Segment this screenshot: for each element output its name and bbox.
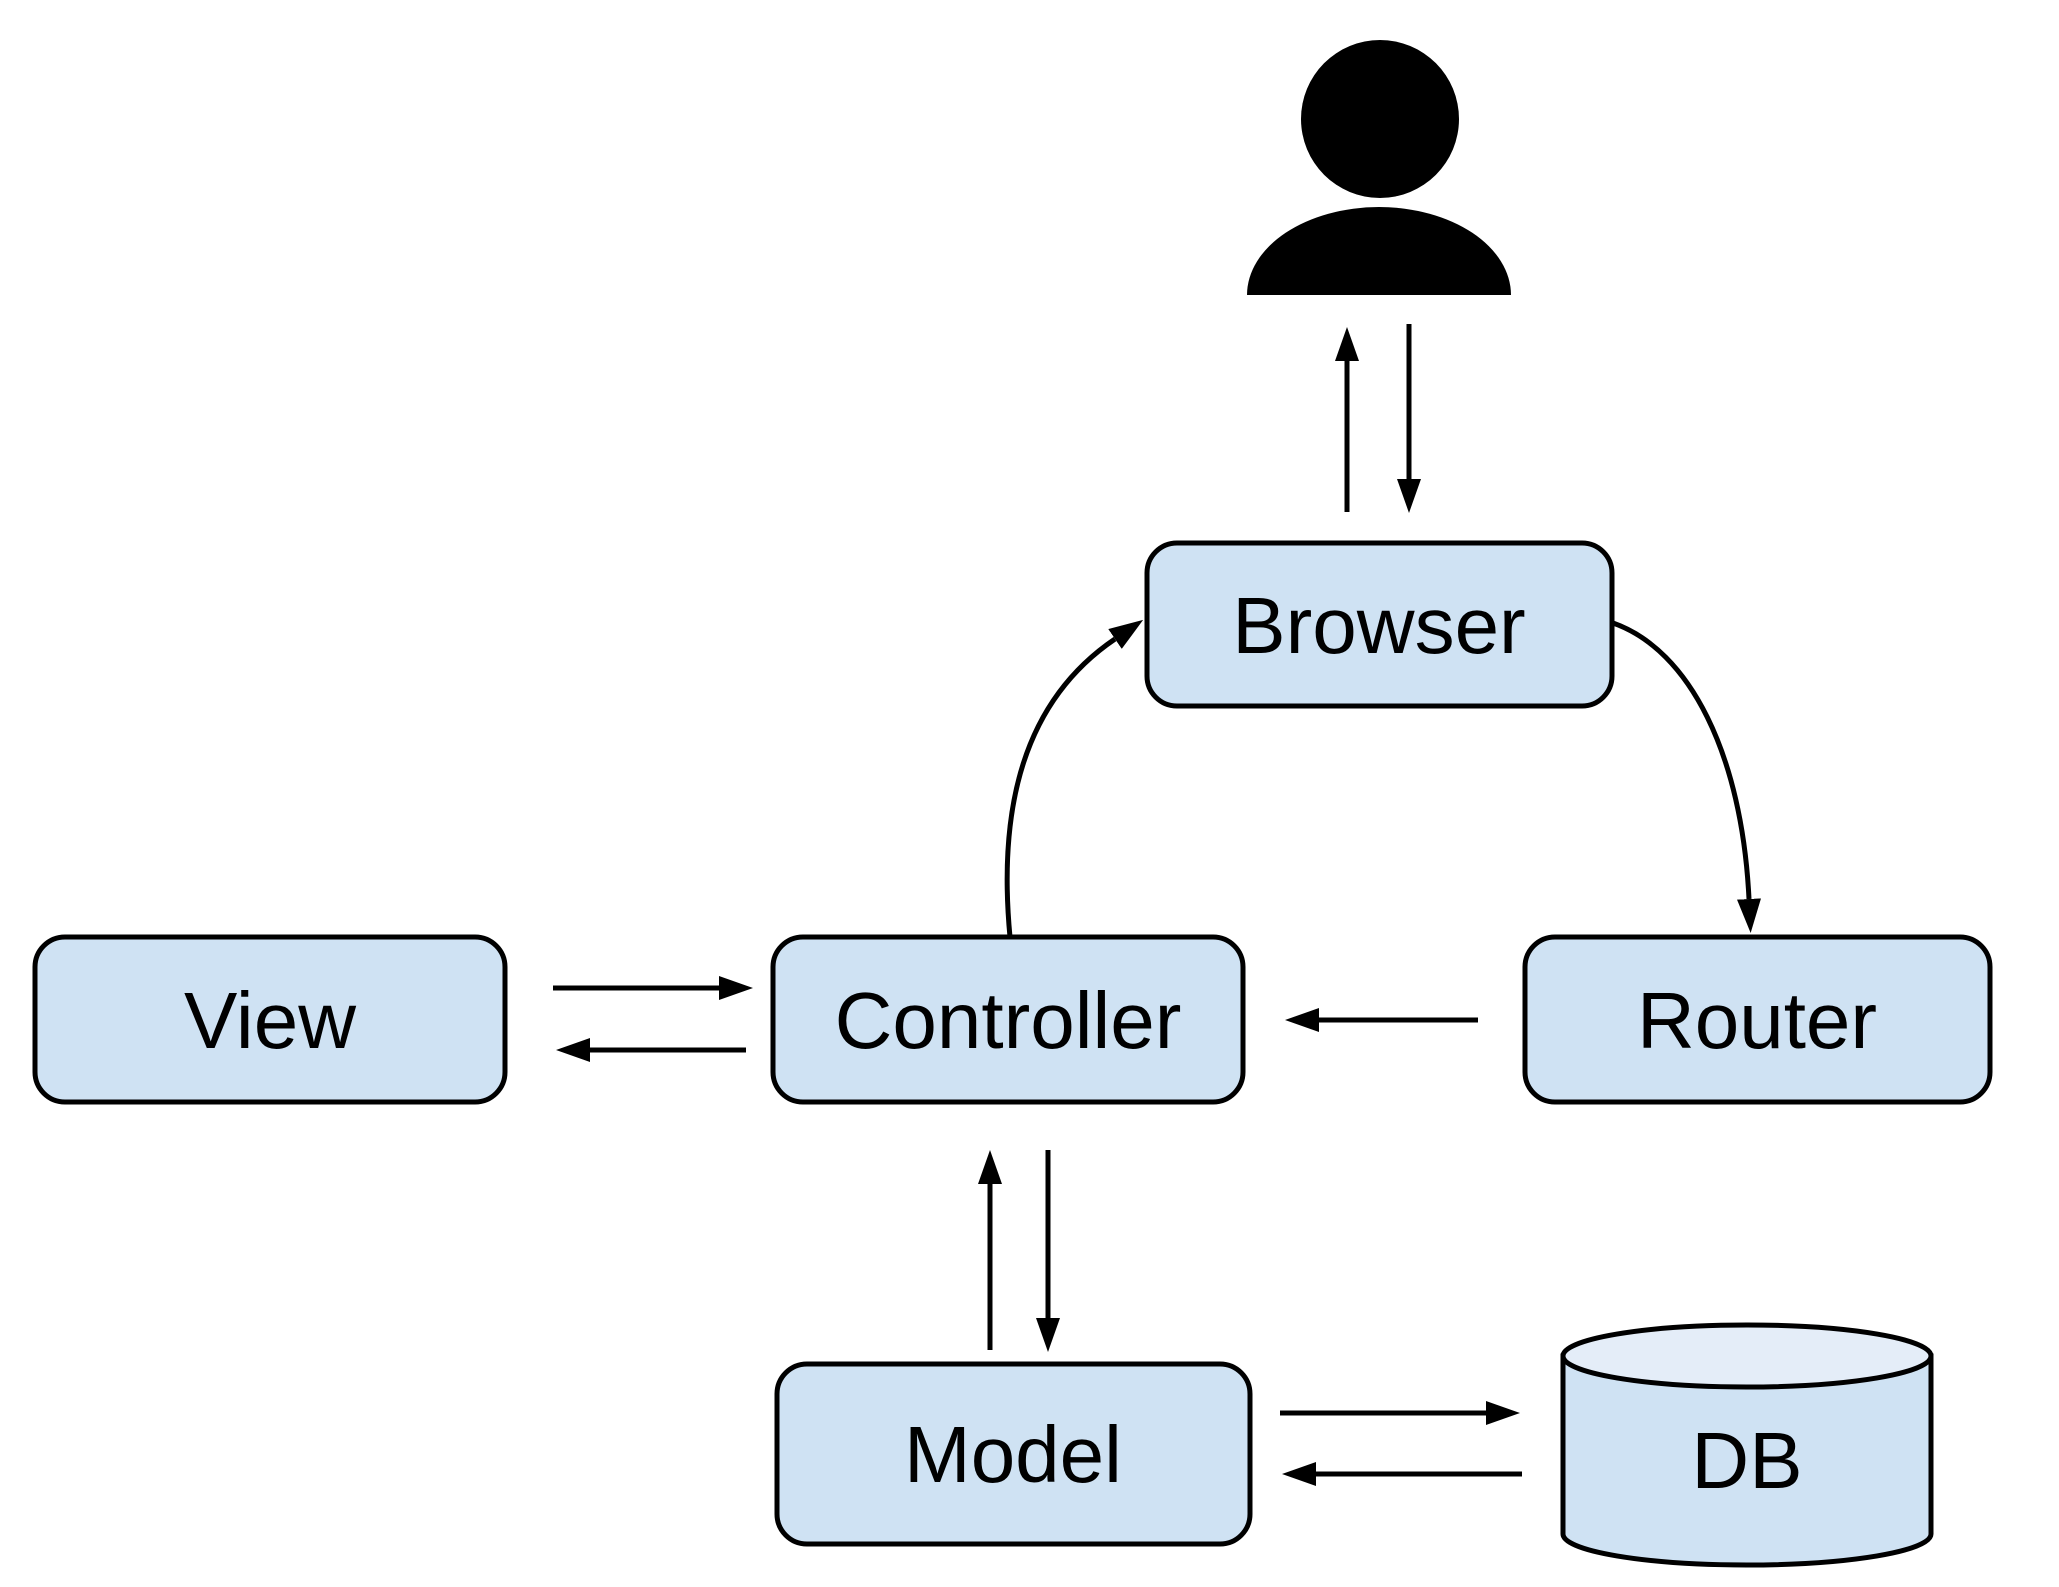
- user-actor-icon: [1247, 40, 1511, 295]
- browser-box: [1144, 540, 1615, 709]
- router-box: [1522, 934, 1993, 1105]
- browser-label: Browser: [1232, 581, 1525, 670]
- node-router: Router: [1522, 934, 1993, 1105]
- node-browser: Browser: [1144, 540, 1615, 709]
- view-label: View: [184, 976, 356, 1065]
- node-model: Model: [774, 1361, 1253, 1547]
- db-cylinder-top: [1560, 1322, 1934, 1390]
- node-controller: Controller: [770, 934, 1246, 1105]
- db-cylinder-body: [1560, 1353, 1934, 1568]
- edge-controller-to-browser-arrow: [1004, 619, 1144, 938]
- edge-browser-to-router-arrow: [1612, 620, 1761, 933]
- node-db: DB: [1560, 1322, 1934, 1568]
- controller-box: [770, 934, 1246, 1105]
- model-box: [774, 1361, 1253, 1547]
- user-body-icon: [1247, 207, 1511, 295]
- router-label: Router: [1637, 976, 1877, 1065]
- node-view: View: [32, 934, 508, 1105]
- view-box: [32, 934, 508, 1105]
- controller-label: Controller: [835, 976, 1182, 1065]
- user-head-icon: [1301, 40, 1459, 198]
- model-label: Model: [904, 1410, 1122, 1499]
- db-label: DB: [1691, 1416, 1802, 1505]
